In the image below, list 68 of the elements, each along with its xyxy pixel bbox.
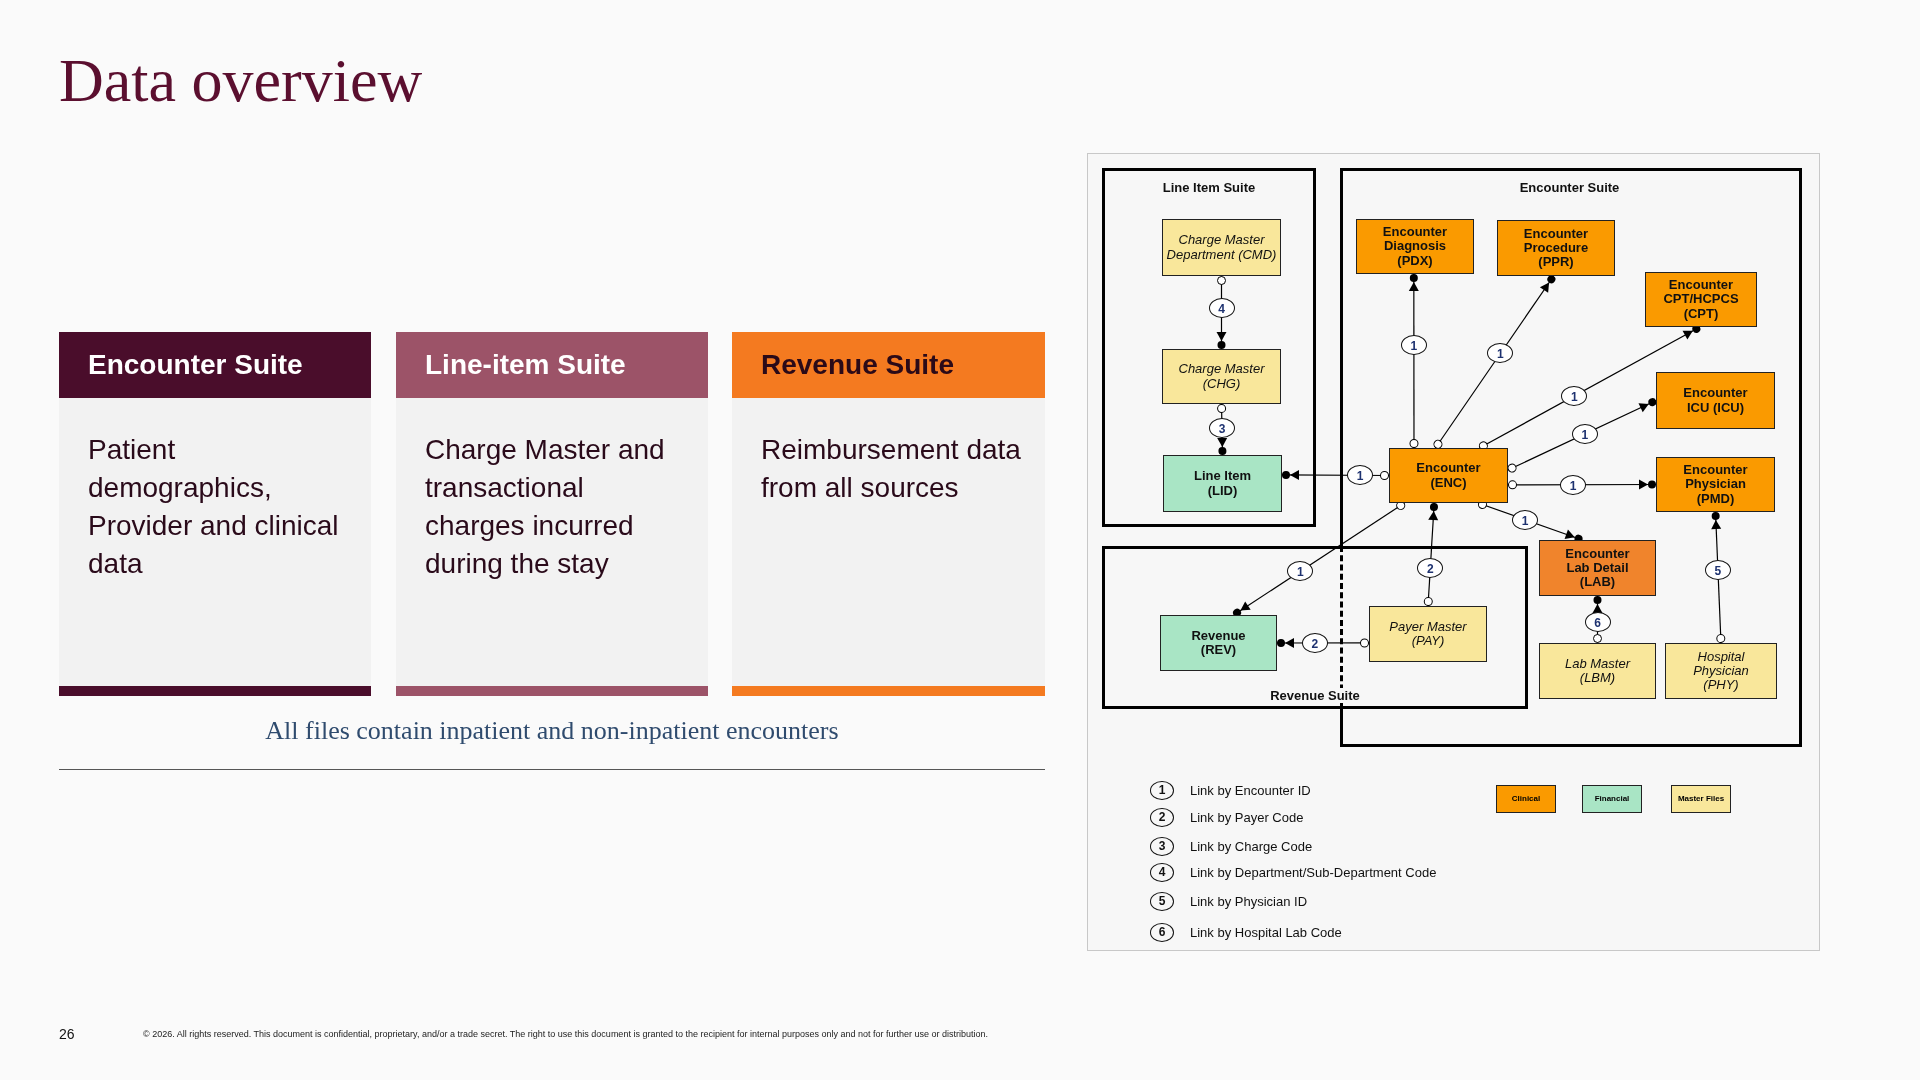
- connector-arrow: [1433, 275, 1556, 449]
- legend-text: Link by Encounter ID: [1190, 783, 1311, 798]
- node-label: Encounter Physician (PMD): [1682, 463, 1749, 506]
- edge-label: 1: [1287, 561, 1314, 582]
- node-label: Encounter Procedure (PPR): [1522, 226, 1590, 270]
- page-number: 26: [59, 1026, 75, 1042]
- node-label: Charge Master (CHG): [1177, 362, 1266, 391]
- copyright-notice: © 2026. All rights reserved. This document is confidential, proprietary, and/or a trade secret. The right to use this document is granted to the recipient for internal purposes only and not for further use or distribution.: [143, 1029, 989, 1039]
- card-text: Charge Master and transactional charges incurred during the stay: [425, 433, 666, 581]
- data-file-box: [1656, 457, 1775, 512]
- legend-text: Link by Physician ID: [1190, 894, 1308, 909]
- node-label: Encounter CPT/HCPCS (CPT): [1662, 278, 1740, 321]
- card-header: Encounter Suite: [59, 332, 371, 398]
- data-file-box: [1162, 349, 1281, 404]
- data-file-box: [1497, 220, 1615, 276]
- node-label: Encounter Diagnosis (PDX): [1381, 225, 1449, 268]
- caption-text: All files contain inpatient and non-inpatient encounters: [264, 716, 840, 746]
- node-label: Line Item (LID): [1192, 469, 1253, 498]
- legend-text: Link by Charge Code: [1190, 839, 1313, 854]
- node-label: Charge Master Department (CMD): [1165, 233, 1278, 262]
- data-file-box: [1389, 448, 1508, 503]
- edge-label: 5: [1704, 559, 1731, 580]
- data-file-box: [1160, 615, 1277, 671]
- data-file-box: [1163, 455, 1282, 512]
- edge-label: 2: [1301, 632, 1328, 653]
- suite-frame: [1102, 546, 1528, 709]
- edge-label: 2: [1417, 557, 1444, 578]
- suite-card: [396, 332, 708, 696]
- suite-frame: [1102, 168, 1316, 527]
- data-file-box: [1539, 643, 1656, 699]
- node-label: Encounter Lab Detail (LAB): [1564, 546, 1631, 590]
- card-header: Revenue Suite: [732, 332, 1045, 398]
- edge-label: 1: [1487, 343, 1514, 364]
- edge-label: 3: [1208, 417, 1235, 438]
- legend-swatch: Master Files: [1671, 785, 1731, 813]
- node-label: Encounter (ENC): [1415, 461, 1482, 490]
- data-file-box: [1539, 540, 1656, 596]
- edge-label: 1: [1512, 509, 1539, 530]
- slide-title: Data overview: [59, 46, 423, 115]
- card-text: Reimbursement data from all sources: [761, 433, 1022, 505]
- legend-text: Link by Hospital Lab Code: [1190, 925, 1342, 940]
- node-label: Lab Master (LBM): [1563, 656, 1632, 686]
- legend-text: Link by Department/Sub-Department Code: [1190, 865, 1437, 880]
- edge-label: 4: [1208, 298, 1235, 319]
- edge-label: 1: [1561, 385, 1588, 406]
- data-file-box: [1645, 272, 1757, 327]
- suite-card: [732, 332, 1045, 696]
- legend-swatch: Financial: [1582, 785, 1642, 813]
- node-label: Revenue (REV): [1190, 628, 1247, 658]
- connector-arrow: [1408, 273, 1419, 449]
- data-file-box: [1356, 219, 1474, 274]
- edge-label: 1: [1571, 423, 1598, 444]
- node-label: Payer Master (PAY): [1388, 619, 1468, 649]
- legend-swatch: Clinical: [1496, 785, 1556, 813]
- edge-label: 1: [1560, 474, 1587, 495]
- data-file-box: [1665, 643, 1777, 699]
- edge-label: 1: [1347, 465, 1374, 486]
- suite-card: [59, 332, 371, 696]
- data-file-box: [1162, 219, 1281, 276]
- edge-label: 6: [1584, 611, 1611, 632]
- card-text: Patient demographics, Provider and clinical data: [88, 433, 340, 581]
- card-header: Line-item Suite: [396, 332, 708, 398]
- legend-text: Link by Payer Code: [1190, 810, 1304, 825]
- edge-label: 1: [1400, 335, 1427, 356]
- node-label: Hospital Physician (PHY): [1692, 649, 1750, 693]
- node-label: Encounter ICU (ICU): [1682, 386, 1749, 415]
- data-file-box: [1656, 372, 1775, 429]
- data-file-box: [1369, 606, 1487, 662]
